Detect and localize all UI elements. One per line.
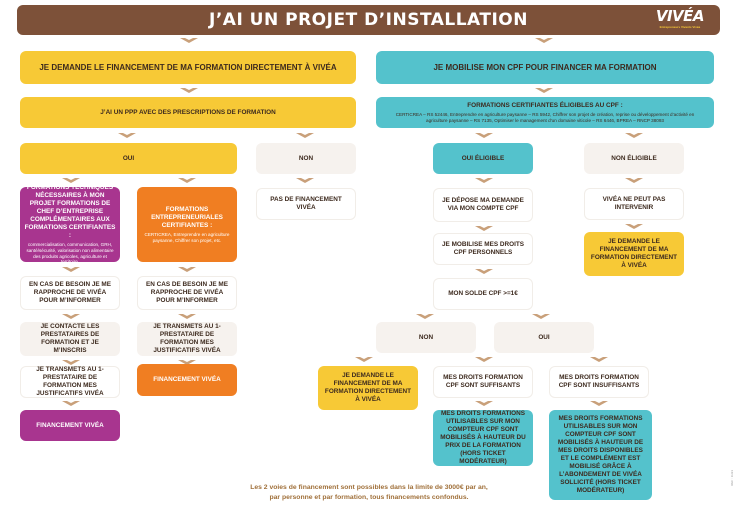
purple-step-2: JE CONTACTE LES PRESTATAIRES DE FORMATIO…	[20, 322, 120, 356]
right-non-eligible: NON ÉLIGIBLE	[584, 143, 684, 174]
arrow-icon	[535, 37, 553, 43]
cpf-step-2: JE MOBILISE MES DROITS CPF PERSONNELS	[433, 233, 533, 265]
arrow-icon	[625, 177, 643, 183]
arrow-icon	[475, 177, 493, 183]
arrow-icon	[475, 225, 493, 231]
right-oui-eligible: OUI ÉLIGIBLE	[433, 143, 533, 174]
left-branch-title: JE DEMANDE LE FINANCEMENT DE MA FORMATIO…	[20, 51, 356, 84]
page-header: J’AI UN PROJET D’INSTALLATION VIVÉA Entr…	[17, 5, 720, 35]
purple-funding-end: FINANCEMENT VIVÉA	[20, 410, 120, 441]
arrow-icon	[355, 356, 373, 362]
arrow-icon	[475, 400, 493, 406]
purple-formations-box: FORMATIONS TECHNIQUES NÉCESSAIRES À MON …	[20, 184, 120, 264]
arrow-icon	[416, 313, 434, 319]
arrow-icon	[62, 266, 80, 272]
left-oui: OUI	[20, 143, 237, 174]
arrow-icon	[532, 313, 550, 319]
arrow-icon	[62, 177, 80, 183]
arrow-icon	[118, 132, 136, 138]
ppp-question: J’AI UN PPP AVEC DES PRESCRIPTIONS DE FO…	[20, 97, 356, 128]
arrow-icon	[180, 87, 198, 93]
arrow-icon	[475, 268, 493, 274]
balance-non: NON	[376, 322, 476, 353]
arrow-icon	[296, 177, 314, 183]
right-branch-title: JE MOBILISE MON CPF POUR FINANCER MA FOR…	[376, 51, 714, 84]
arrow-icon	[178, 266, 196, 272]
arrow-icon	[62, 313, 80, 319]
arrow-icon	[296, 132, 314, 138]
ask-vivea-center: JE DEMANDE LE FINANCEMENT DE MA FORMATIO…	[318, 366, 418, 410]
page-title: J’AI UN PROJET D’INSTALLATION	[209, 10, 528, 30]
balance-oui: OUI	[494, 322, 594, 353]
cpf-certifications: FORMATIONS CERTIFIANTES ÉLIGIBLES AU CPF…	[376, 97, 714, 128]
arrow-icon	[590, 356, 608, 362]
vivea-logo: VIVÉA Entrepreneurs Vivants Vivéa	[655, 7, 705, 30]
arrow-icon	[178, 359, 196, 365]
orange-funding-end: FINANCEMENT VIVÉA	[137, 364, 237, 396]
arrow-icon	[178, 177, 196, 183]
teal-result-insufficient: MES DROITS FORMATIONS UTILISABLES SUR MO…	[549, 410, 652, 500]
cpf-balance: MON SOLDE CPF >=1€	[433, 278, 533, 310]
cpf-insufficient: MES DROITS FORMATION CPF SONT INSUFFISAN…	[549, 366, 649, 398]
arrow-icon	[475, 132, 493, 138]
arrow-icon	[475, 356, 493, 362]
arrow-icon	[62, 400, 80, 406]
orange-formations-box: FORMATIONS ENTREPRENEURIALES CERTIFIANTE…	[137, 187, 237, 262]
arrow-icon	[625, 223, 643, 229]
purple-step-3: JE TRANSMETS AU 1-PRESTATAIRE DE FORMATI…	[20, 366, 120, 398]
arrow-icon	[178, 313, 196, 319]
footer-note: Les 2 voies de financement sont possible…	[250, 484, 488, 501]
arrow-icon	[180, 37, 198, 43]
cpf-step-1: JE DÉPOSE MA DEMANDE VIA MON COMPTE CPF	[433, 188, 533, 222]
teal-result-sufficient: MES DROITS FORMATIONS UTILISABLES SUR MO…	[433, 410, 533, 466]
orange-step-1: EN CAS DE BESOIN JE ME RAPPROCHE DE VIVÉ…	[137, 276, 237, 310]
arrow-icon	[535, 87, 553, 93]
vivea-cant: VIVÉA NE PEUT PAS INTERVENIR	[584, 188, 684, 220]
no-funding: PAS DE FINANCEMENT VIVÉA	[256, 188, 356, 220]
purple-step-1: EN CAS DE BESOIN JE ME RAPPROCHE DE VIVÉ…	[20, 276, 120, 310]
arrow-icon	[62, 359, 80, 365]
arrow-icon	[590, 400, 608, 406]
cpf-sufficient: MES DROITS FORMATION CPF SONT SUFFISANTS	[433, 366, 533, 398]
ask-vivea-right: JE DEMANDE LE FINANCEMENT DE MA FORMATIO…	[584, 232, 684, 276]
arrow-icon	[625, 132, 643, 138]
side-reference: REF : 11/23	[730, 470, 734, 486]
orange-step-2: JE TRANSMETS AU 1-PRESTATAIRE DE FORMATI…	[137, 322, 237, 356]
left-non: NON	[256, 143, 356, 174]
